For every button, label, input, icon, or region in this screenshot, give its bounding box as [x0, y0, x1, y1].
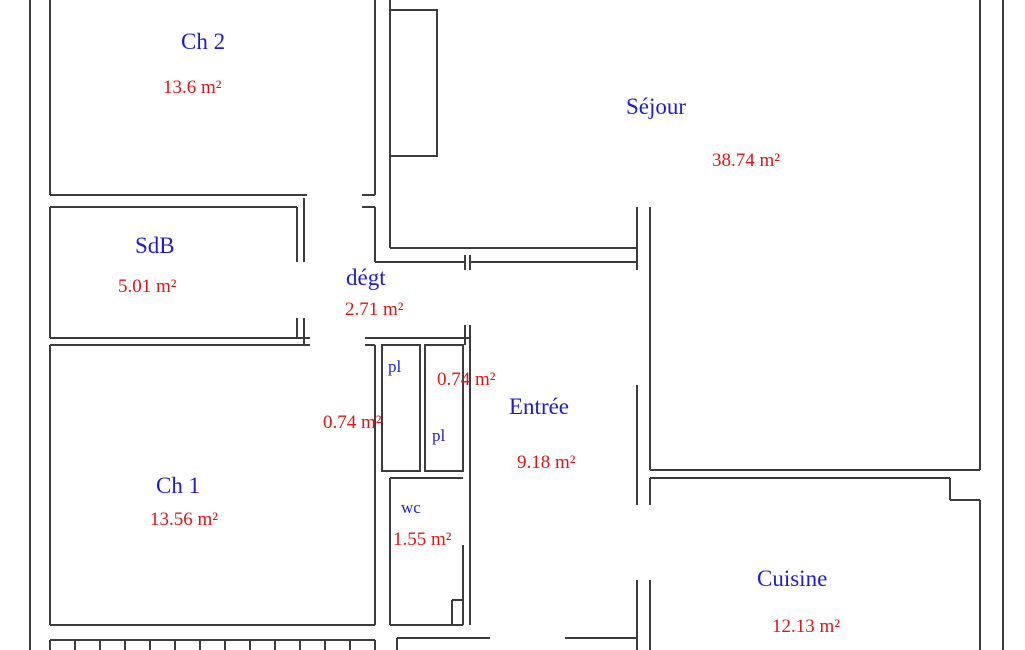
- room-area-cuisine: 12.13 m²: [772, 616, 840, 637]
- room-name-sdb: SdB: [135, 233, 175, 258]
- room-area-wc: 1.55 m²: [393, 529, 452, 550]
- room-area-pl-right: 0.74 m²: [437, 369, 496, 390]
- room-area-degt: 2.71 m²: [345, 299, 404, 320]
- room-name-ch1: Ch 1: [156, 473, 201, 498]
- room-name-cuisine: Cuisine: [757, 566, 828, 591]
- room-area-sejour: 38.74 m²: [712, 150, 780, 171]
- room-name-entree: Entrée: [509, 394, 570, 419]
- room-area-ch1: 13.56 m²: [150, 509, 218, 530]
- room-name-ch2: Ch 2: [181, 29, 226, 54]
- room-name-pl-left: pl: [388, 357, 402, 376]
- room-area-pl-left: 0.74 m²: [323, 412, 382, 433]
- room-name-degt: dégt: [346, 265, 386, 290]
- room-area-entree: 9.18 m²: [517, 452, 576, 473]
- walls: [29, 0, 1004, 650]
- room-name-sejour: Séjour: [626, 94, 687, 119]
- room-name-wc: wc: [401, 498, 421, 517]
- room-area-sdb: 5.01 m²: [118, 276, 177, 297]
- room-name-pl-right: pl: [432, 426, 446, 445]
- room-area-ch2: 13.6 m²: [163, 77, 222, 98]
